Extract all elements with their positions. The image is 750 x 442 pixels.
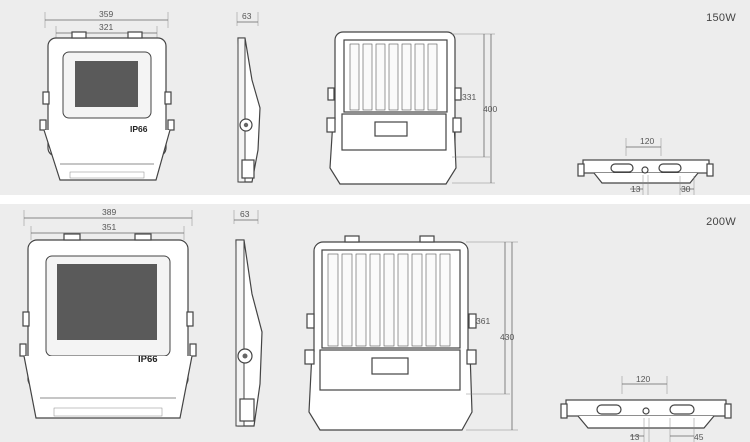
- back-view: [304, 235, 518, 431]
- variant-150w-drawing: 359 321 IP66 63 331: [39, 9, 714, 195]
- back-height-outer: 430: [500, 332, 514, 342]
- variant-title: 150W: [706, 12, 736, 24]
- bracket-view: [560, 376, 732, 442]
- bracket-slot: 30: [681, 184, 691, 194]
- ip-rating-label: IP66: [130, 124, 148, 134]
- back-height-outer: 400: [483, 104, 497, 114]
- variant-200w-drawing: 389 351 IP66 63: [19, 207, 732, 442]
- variant-150w-panel: 150W 359 321 IP66: [0, 0, 750, 195]
- bracket-spacing: 120: [636, 374, 650, 384]
- side-view: [236, 12, 261, 183]
- front-view: [19, 210, 197, 419]
- back-height-inner: 361: [476, 316, 490, 326]
- bracket-hole: 13: [630, 432, 640, 442]
- side-view: [233, 210, 263, 427]
- led-array: [75, 61, 138, 107]
- ip-rating-label: IP66: [138, 354, 158, 365]
- led-array: [57, 264, 157, 340]
- front-width-outer: 389: [102, 207, 116, 217]
- front-width-inner: 321: [99, 22, 113, 32]
- back-view: [326, 31, 495, 185]
- front-width-inner: 351: [102, 222, 116, 232]
- bracket-spacing: 120: [640, 136, 654, 146]
- side-depth: 63: [240, 209, 250, 219]
- front-view: [39, 12, 175, 181]
- back-height-inner: 331: [462, 92, 476, 102]
- bracket-view: [577, 138, 714, 195]
- variant-200w-panel: 200W 389 351 IP66: [0, 204, 750, 442]
- variant-title: 200W: [706, 216, 736, 228]
- bracket-hole: 13: [631, 184, 641, 194]
- bracket-slot: 45: [694, 432, 704, 442]
- front-width-outer: 359: [99, 9, 113, 19]
- side-depth: 63: [242, 11, 252, 21]
